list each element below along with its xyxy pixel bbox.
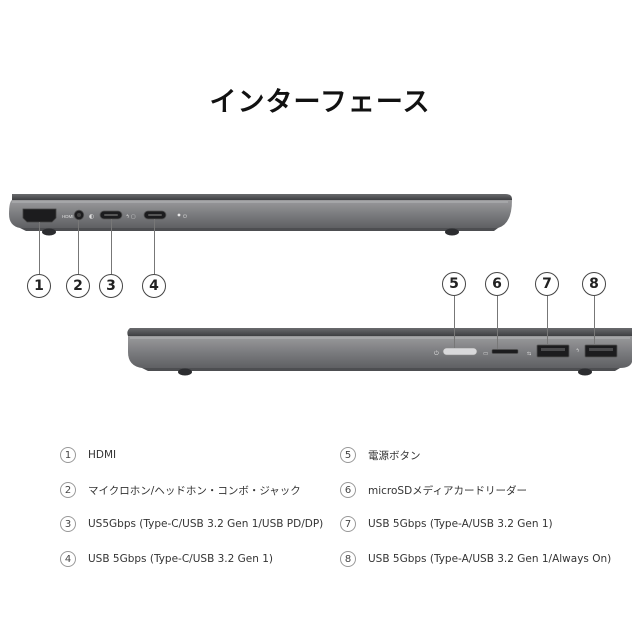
leader-line-5: [454, 296, 455, 348]
legend-text: microSDメディアカードリーダー: [368, 484, 527, 497]
legend-text: 電源ボタン: [368, 449, 421, 462]
power-icon: ⏻: [183, 214, 187, 220]
laptop-right-side: ⏻ ▭ ⇆ ϟ: [127, 328, 632, 376]
legend-item-1: 1 HDMI: [60, 447, 116, 463]
callout-1: 1: [27, 274, 51, 298]
callout-5: 5: [442, 272, 466, 296]
usb-icon: ⇆: [527, 351, 531, 357]
status-led-icon: [177, 213, 181, 217]
always-on-icon: ϟ: [576, 348, 579, 354]
rubber-foot: [178, 368, 192, 376]
leader-line-6: [497, 296, 498, 349]
power-button: ⏻: [434, 347, 478, 357]
rubber-foot: [578, 368, 592, 376]
legend-text: USB 5Gbps (Type-C/USB 3.2 Gen 1): [88, 553, 274, 565]
legend-text: HDMI: [88, 449, 117, 461]
legend-item-3: 3 US5Gbps (Type-C/USB 3.2 Gen 1/USB PD/D…: [60, 516, 323, 532]
callout-7: 7: [535, 272, 559, 296]
legend-num: 5: [340, 447, 356, 463]
leader-line-3: [111, 219, 112, 274]
legend-num: 7: [340, 516, 356, 532]
legend-num: 2: [60, 482, 76, 498]
legend-item-7: 7 USB 5Gbps (Type-A/USB 3.2 Gen 1): [340, 516, 553, 532]
usb-a-port-2: ϟ: [576, 344, 618, 358]
audio-jack-port: ◐: [73, 209, 94, 221]
hdmi-port-label: HDMI: [62, 214, 74, 219]
callout-2: 2: [66, 274, 90, 298]
usb-c-port-2: ⏻: [143, 210, 187, 220]
leader-line-4: [154, 219, 155, 274]
usb-a-port-1: ⇆: [527, 344, 570, 358]
power-icon: ⏻: [434, 350, 439, 357]
callout-8: 8: [582, 272, 606, 296]
legend-num: 1: [60, 447, 76, 463]
microsd-slot: ▭: [483, 349, 519, 357]
callout-6: 6: [485, 272, 509, 296]
legend-num: 3: [60, 516, 76, 532]
callout-4: 4: [142, 274, 166, 298]
legend-text: US5Gbps (Type-C/USB 3.2 Gen 1/USB PD/DP): [88, 518, 324, 530]
leader-line-2: [78, 220, 79, 274]
legend-item-6: 6 microSDメディアカードリーダー: [340, 482, 527, 498]
rubber-foot: [42, 228, 56, 236]
callout-3: 3: [99, 274, 123, 298]
legend-item-2: 2 マイクロホン/ヘッドホン・コンボ・ジャック: [60, 482, 301, 498]
legend-item-8: 8 USB 5Gbps (Type-A/USB 3.2 Gen 1/Always…: [340, 551, 611, 567]
legend-num: 8: [340, 551, 356, 567]
leader-line-1: [39, 222, 40, 274]
legend-num: 4: [60, 551, 76, 567]
hdmi-port: HDMI: [22, 208, 74, 223]
rubber-foot: [445, 228, 459, 236]
sd-card-icon: ▭: [483, 351, 488, 357]
leader-line-8: [594, 296, 595, 345]
legend-item-5: 5 電源ボタン: [340, 447, 421, 463]
page-title: インターフェース: [209, 87, 431, 118]
legend-text: マイクロホン/ヘッドホン・コンボ・ジャック: [88, 484, 301, 497]
headset-icon: ◐: [89, 213, 94, 220]
laptop-left-side: HDMI ◐ ϟ ▢ ⏻: [9, 194, 512, 236]
legend-text: USB 5Gbps (Type-A/USB 3.2 Gen 1/Always O…: [368, 553, 612, 565]
legend-num: 6: [340, 482, 356, 498]
legend-text: USB 5Gbps (Type-A/USB 3.2 Gen 1): [368, 518, 553, 530]
legend-item-4: 4 USB 5Gbps (Type-C/USB 3.2 Gen 1): [60, 551, 273, 567]
usb-pd-icon: ϟ ▢: [126, 214, 136, 220]
leader-line-7: [547, 296, 548, 345]
